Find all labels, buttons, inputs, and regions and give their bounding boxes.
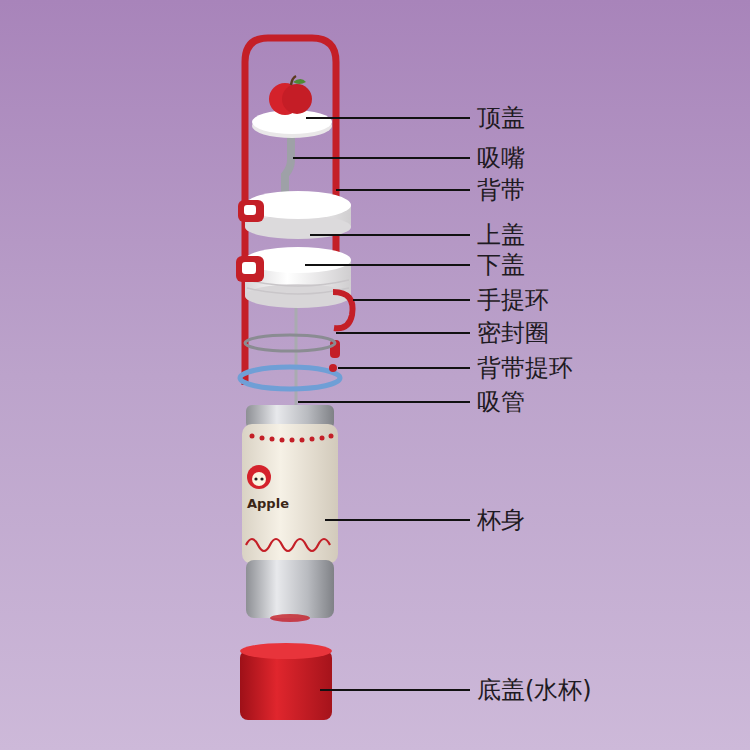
part-label: 顶盖 [477,104,525,132]
part-label: 密封圈 [477,319,549,347]
part-label: 底盖(水杯) [477,676,592,704]
part-label: 吸管 [477,388,525,416]
part-label: 吸嘴 [477,144,525,172]
brand-text: Apple [247,496,289,511]
part-label: 杯身 [477,506,525,534]
part-label: 上盖 [477,221,525,249]
part-label: 手提环 [477,286,549,314]
part-label: 下盖 [477,251,525,279]
part-label: 背带提环 [477,354,573,382]
part-label: 背带 [477,176,525,204]
